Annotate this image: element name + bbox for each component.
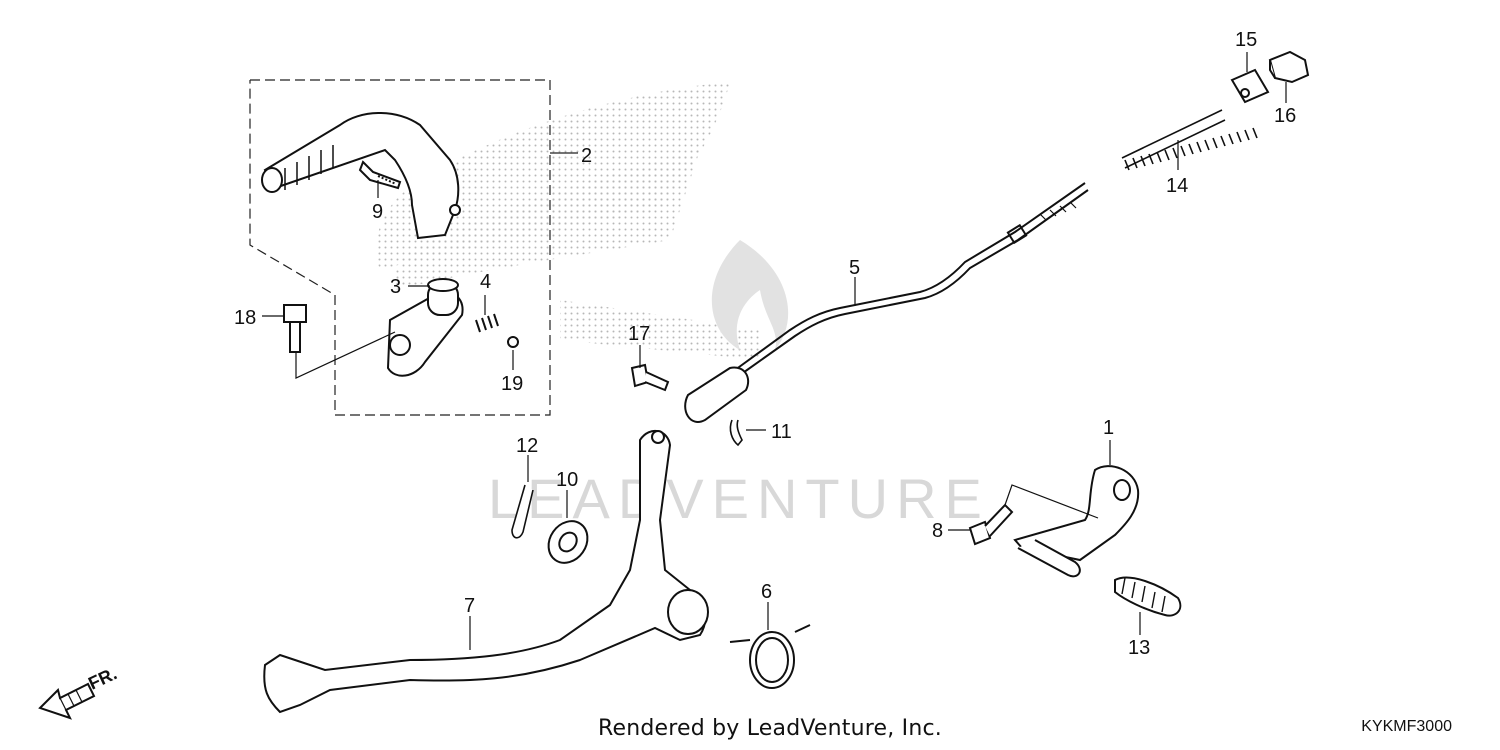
callout-8: 8 [932, 520, 943, 542]
callout-4: 4 [480, 271, 491, 293]
callout-13: 13 [1128, 637, 1150, 659]
kick-pedal-arm[interactable] [261, 112, 461, 240]
spring-part-4[interactable] [475, 313, 499, 333]
brake-pedal-part-7[interactable] [263, 430, 709, 714]
nut-part-16[interactable] [1268, 50, 1310, 84]
washer-part-10[interactable] [541, 514, 596, 571]
callout-3: 3 [390, 276, 401, 298]
callout-labels: 1 2 3 4 5 6 7 8 9 10 11 12 13 14 15 16 1… [234, 29, 1296, 659]
bolt-part-8[interactable] [968, 484, 1099, 546]
ball-part-19[interactable] [507, 336, 519, 348]
cotter-pin-part-12[interactable] [511, 484, 534, 539]
front-arrow-icon [38, 682, 96, 720]
callout-15: 15 [1235, 29, 1257, 51]
leadventure-watermark: LEADVENTURE [488, 240, 990, 530]
wing-logo-watermark [376, 82, 760, 360]
callout-1: 1 [1103, 417, 1114, 439]
bolt-part-17[interactable] [630, 363, 670, 392]
callout-17: 17 [628, 323, 650, 345]
callout-19: 19 [501, 373, 523, 395]
callout-18: 18 [234, 307, 256, 329]
diagram-code: KYKMF3000 [1361, 718, 1452, 735]
render-credit: Rendered by LeadVenture, Inc. [598, 716, 942, 741]
callout-11: 11 [771, 421, 792, 443]
watermark-text: LEADVENTURE [488, 467, 990, 530]
bolt-part-9[interactable] [358, 160, 402, 190]
callout-16: 16 [1274, 105, 1296, 127]
callout-7: 7 [464, 595, 475, 617]
callout-5: 5 [849, 257, 860, 279]
stopper-arm-part-1[interactable] [1013, 465, 1140, 578]
kick-spindle-part-3[interactable] [386, 278, 464, 377]
cotter-pin-part-11[interactable] [729, 419, 743, 447]
callout-12: 12 [516, 435, 538, 457]
bolt-part-18[interactable] [283, 304, 396, 379]
assembly-box-2 [249, 79, 578, 416]
callout-10: 10 [556, 469, 578, 491]
brake-rod-part-5[interactable] [684, 182, 1089, 423]
joint-part-15[interactable] [1230, 68, 1270, 104]
boot-part-13[interactable] [1114, 576, 1182, 617]
callout-6: 6 [761, 581, 772, 603]
callout-2: 2 [581, 145, 592, 167]
callout-14: 14 [1166, 175, 1188, 197]
callout-9: 9 [372, 201, 383, 223]
spring-part-14[interactable] [1121, 109, 1258, 171]
flame-logo-icon [711, 240, 789, 350]
return-spring-part-6[interactable] [729, 624, 811, 689]
front-direction-indicator: FR. [38, 663, 120, 720]
leader-lines [262, 52, 1287, 650]
